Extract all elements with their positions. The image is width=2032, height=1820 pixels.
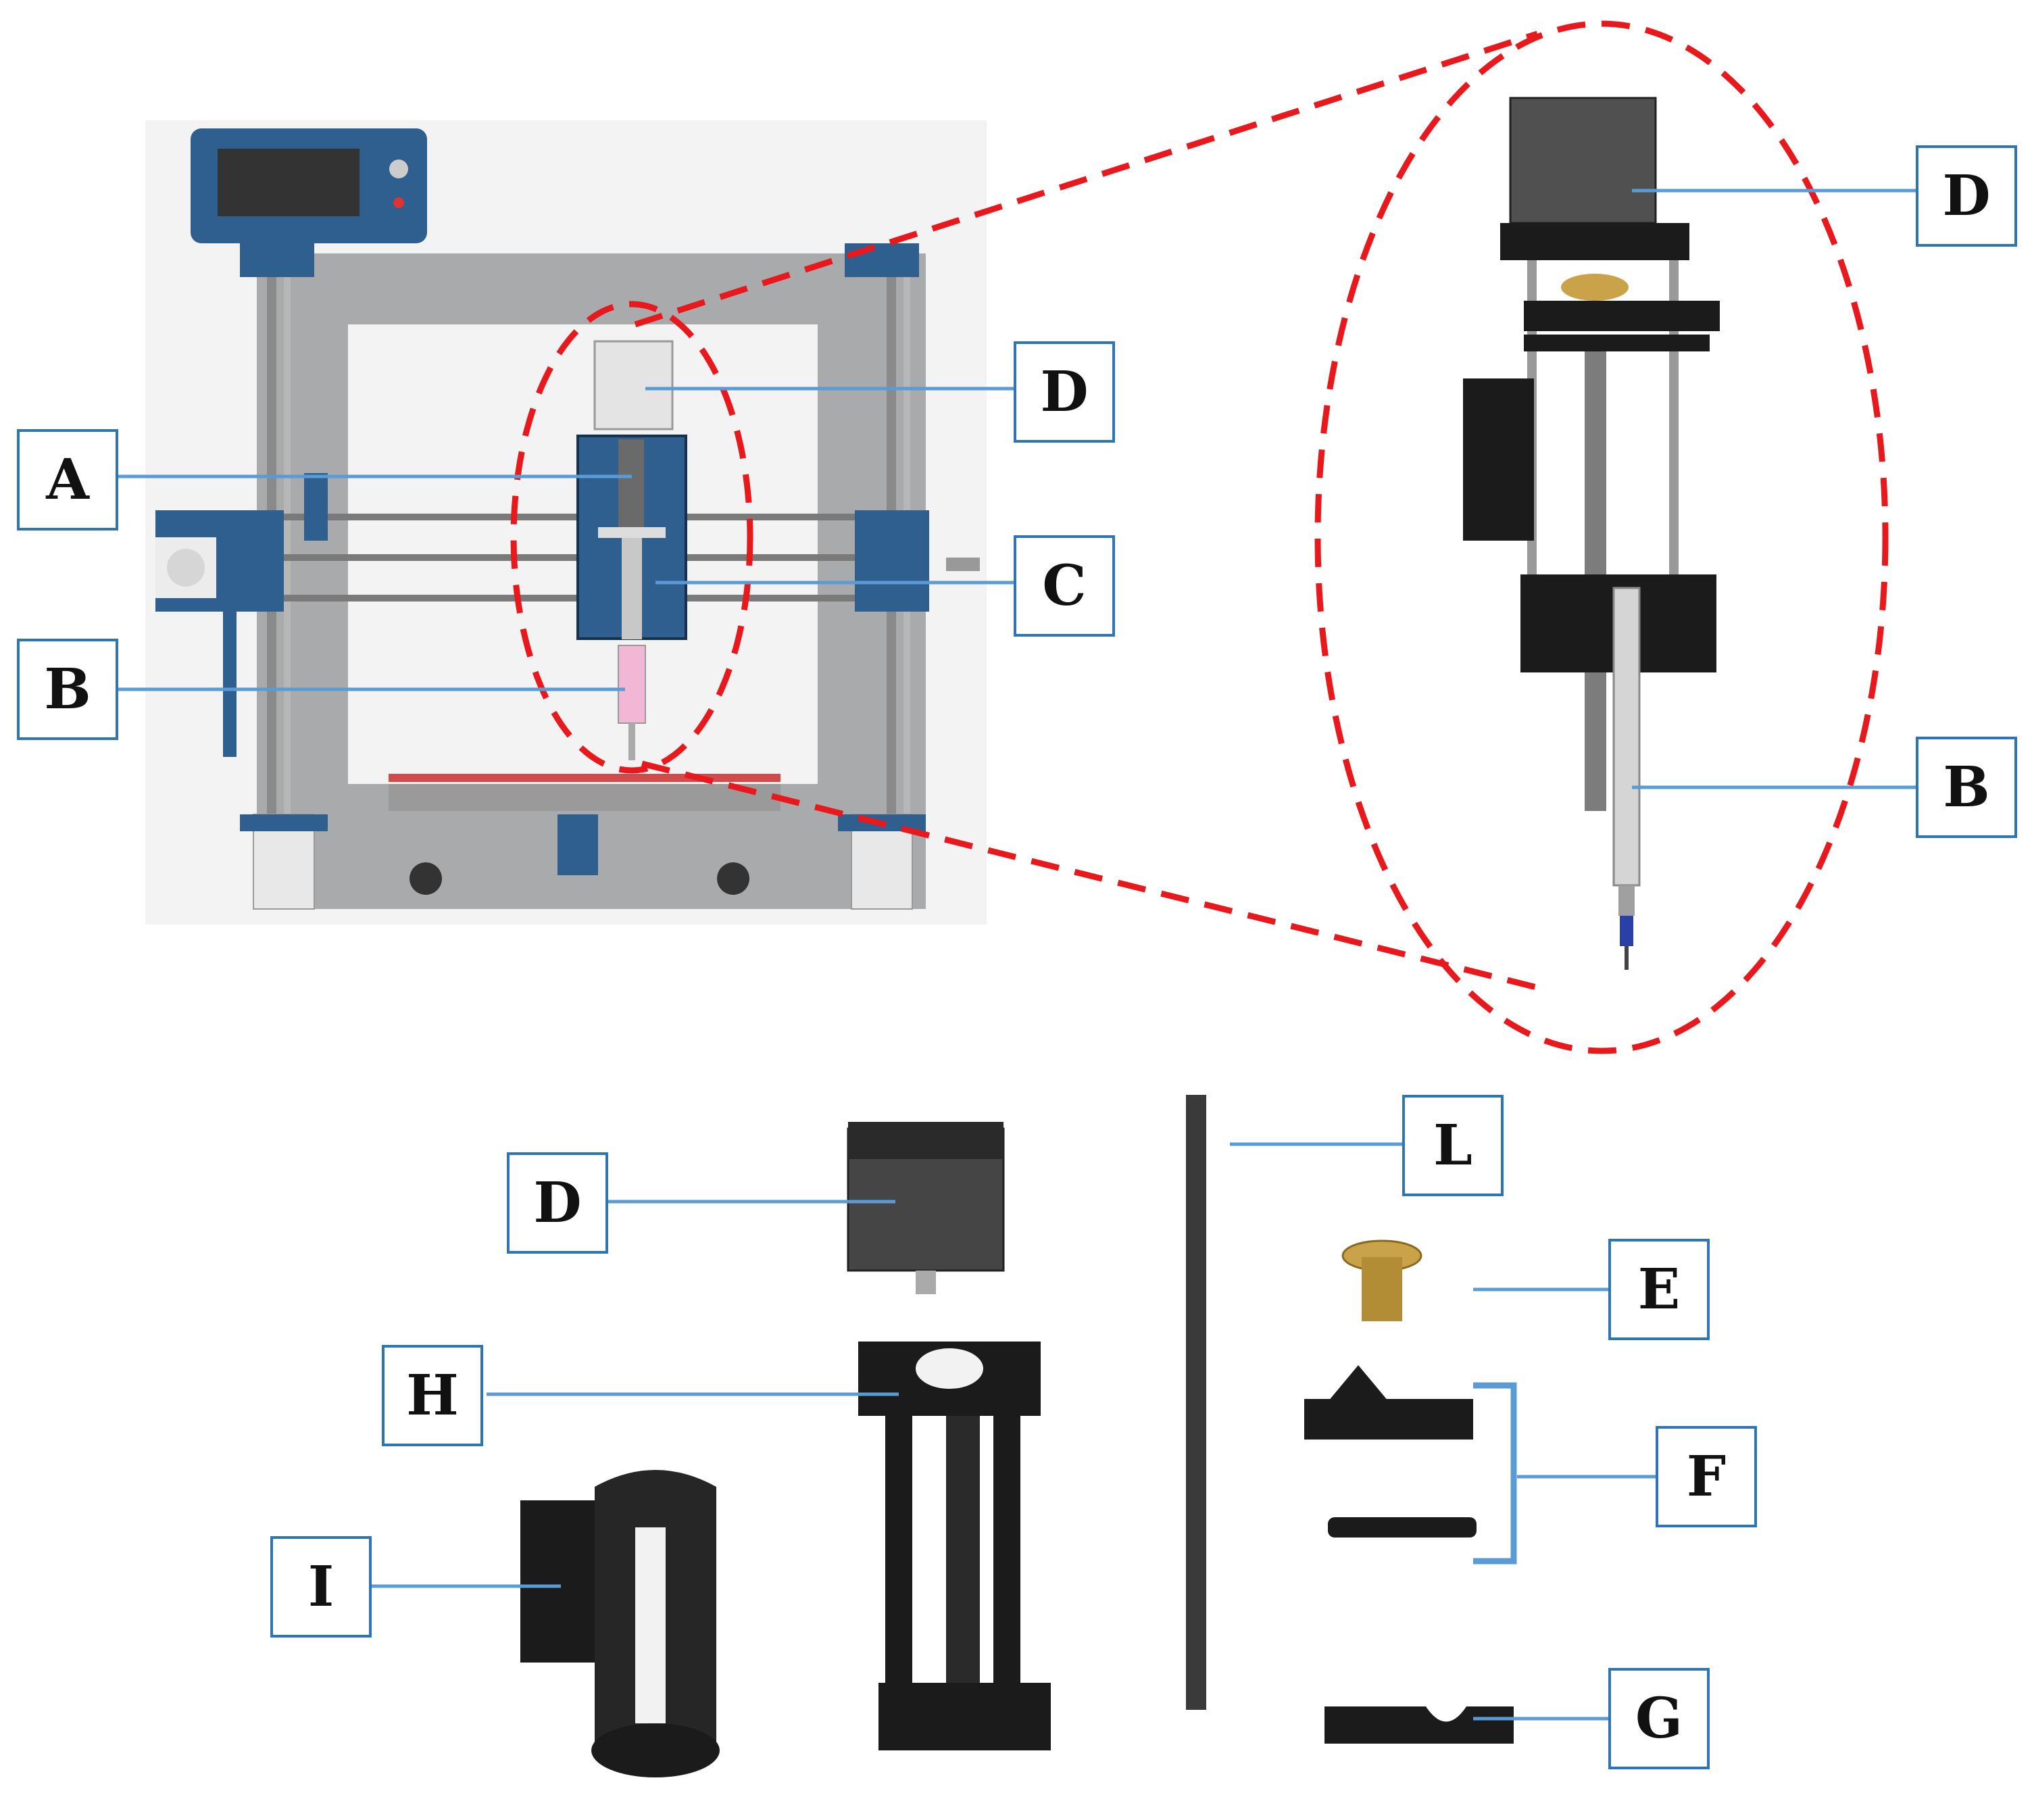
label-part-h: H [382,1345,483,1446]
detail-carriage-plate-2 [1524,335,1710,351]
y-motor [557,814,598,875]
detail-callout-ellipse [1314,20,1889,1054]
label-printer-d: D [1014,341,1115,443]
part-e-nut-body [1362,1257,1402,1321]
syringe-barrel [618,645,646,724]
callout-marks [510,20,1889,1054]
part-h-leg-mid [946,1416,980,1706]
lcd-knob-icon [389,159,408,178]
top-bracket-right [845,243,919,277]
part-d-motor-shaft [916,1271,936,1294]
printer-illustration [145,120,987,925]
label-printer-b: B [17,639,118,740]
part-i-slot [635,1527,666,1723]
label-printer-c: C [1014,535,1115,637]
leader-lines [118,189,1916,1721]
bed-carriage [389,784,780,811]
detail-side-block [1463,378,1534,541]
syringe-plunger [598,527,666,538]
heated-bed [389,774,780,782]
label-part-i: I [270,1536,372,1638]
z-bracket-left [240,814,328,831]
detail-needle-hub [1620,916,1633,946]
extruder-detail-illustration [1463,97,1720,970]
x-idler-bolt [946,558,980,571]
part-h-hole [916,1348,983,1389]
part-h-base [878,1683,1051,1750]
part-f-clamp-bottom [1328,1517,1477,1538]
part-h-leg-right [993,1416,1020,1706]
part-i-side-block [520,1500,608,1663]
lcd-button-icon [393,197,404,208]
label-detail-d: D [1916,145,2017,247]
detail-brass-nut [1561,274,1629,301]
part-h-leg-left [885,1416,912,1706]
detail-motor [1509,97,1657,224]
z-rod-left-2 [284,247,291,852]
label-part-d: D [507,1152,608,1254]
detail-motor-mount [1500,223,1689,260]
extruder-lead-screw [618,439,644,527]
callout-connector-top [634,30,1539,328]
extruder-motor [593,340,674,431]
label-part-e: E [1608,1239,1710,1340]
bed-wheel-left-icon [410,862,442,895]
x-motor-pulley-icon [167,549,205,587]
syringe-needle [628,723,635,760]
detail-carriage-plate [1524,301,1720,331]
label-printer-a: A [17,429,118,531]
bed-wheel-right-icon [717,862,749,895]
callout-connector-bottom [641,760,1549,993]
printhead-callout-ellipse [510,301,753,774]
endstop-bracket [304,473,328,541]
label-detail-b: B [1916,737,2017,838]
label-part-l: L [1402,1095,1504,1196]
lcd-screen [218,149,360,216]
detail-syringe-luer [1618,885,1635,916]
part-f-bracket [1473,1382,1517,1565]
exploded-parts-illustration [520,1095,1514,1777]
part-f-clamp-top [1304,1365,1473,1440]
label-part-g: G [1608,1668,1710,1769]
top-bracket-left [240,243,314,277]
part-l-lead-screw [1186,1095,1206,1710]
part-g-plate [1324,1706,1514,1744]
part-i-base [591,1723,720,1777]
detail-syringe [1612,587,1641,887]
detail-needle [1625,946,1629,970]
syringe-barrel-upper [622,538,642,639]
x-end-right [855,510,929,612]
label-part-f: F [1656,1426,1757,1527]
part-d-motor-top [848,1122,1003,1159]
